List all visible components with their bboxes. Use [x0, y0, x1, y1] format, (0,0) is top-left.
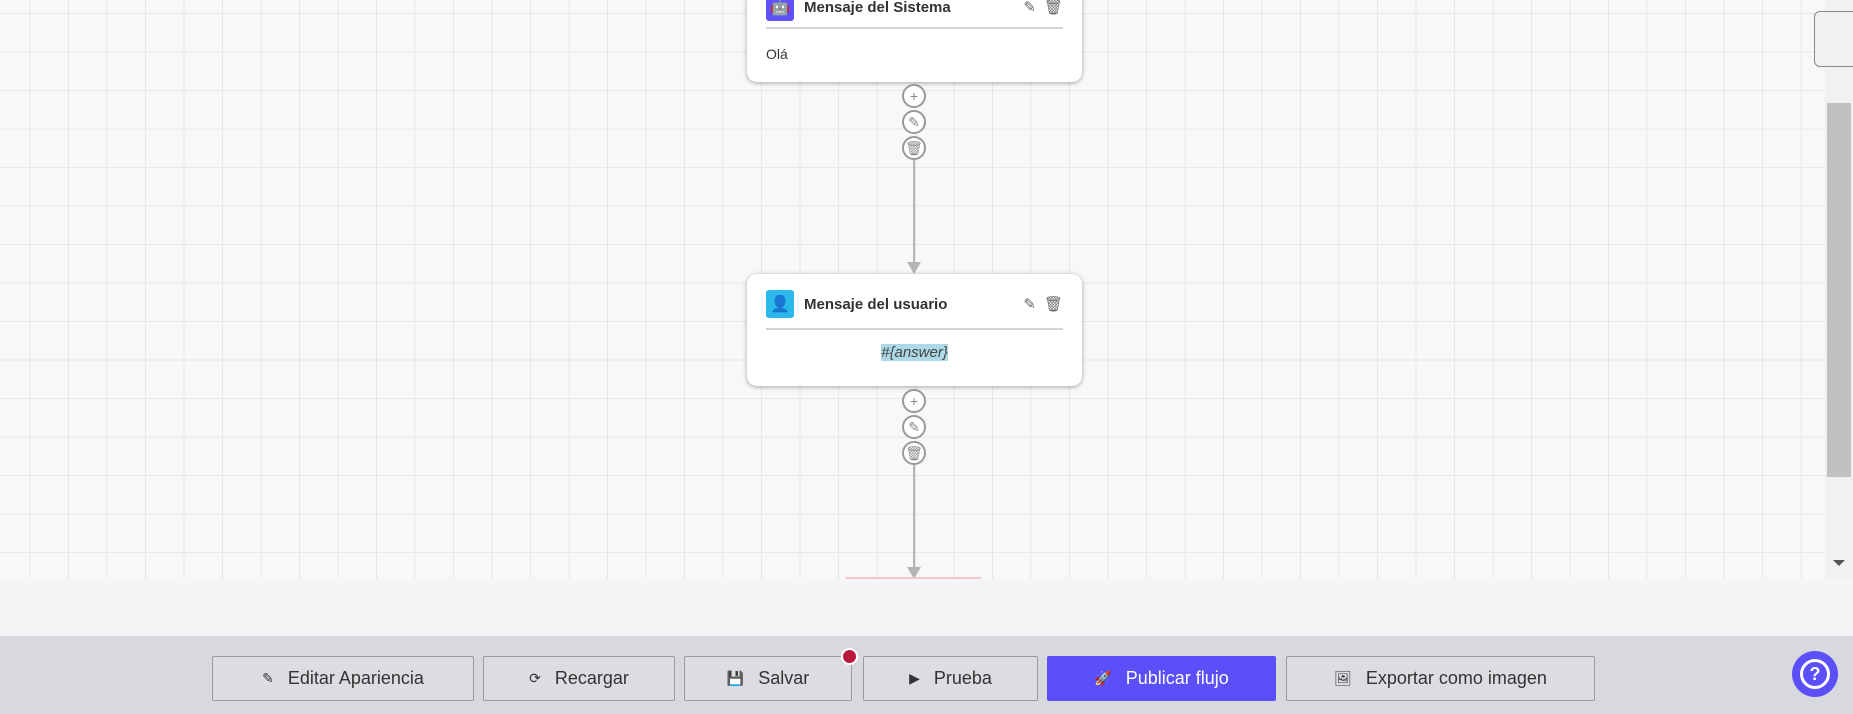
node-content: #{answer} [881, 344, 948, 361]
refresh-icon: ⟳ [529, 670, 541, 686]
scrollbar-thumb[interactable] [1827, 103, 1851, 477]
edit-connection-button[interactable]: ✎ [902, 110, 926, 134]
trash-icon[interactable]: 🗑 [1043, 0, 1063, 16]
vertical-scrollbar[interactable] [1825, 0, 1853, 579]
export-image-button[interactable]: 🖼Exportar como imagen [1286, 656, 1595, 701]
question-circle-icon: ? [1800, 659, 1830, 689]
pencil-icon: ✎ [908, 113, 920, 130]
help-button[interactable]: ? [1792, 651, 1838, 697]
plus-icon: + [909, 88, 919, 104]
edit-connection-button[interactable]: ✎ [902, 415, 926, 439]
image-icon: 🖼 [1334, 670, 1352, 686]
delete-connection-button[interactable]: 🗑 [902, 441, 926, 465]
connector-arrow [907, 262, 921, 274]
rocket-icon: 🚀 [1094, 670, 1112, 686]
robot-icon: 🤖 [766, 0, 794, 21]
pencil-icon: ✎ [908, 418, 920, 435]
reload-button[interactable]: ⟳Recargar [483, 656, 675, 701]
minimap-panel[interactable] [1814, 11, 1853, 67]
node-header: 🤖 Mensaje del Sistema ✎ 🗑 [766, 0, 1063, 29]
test-button[interactable]: ▶Prueba [863, 656, 1038, 701]
connector-line [913, 160, 915, 264]
toolbar: ✎Editar Apariencia ⟳Recargar 💾Salvar ▶Pr… [0, 636, 1853, 714]
play-icon: ▶ [909, 670, 920, 686]
save-button[interactable]: 💾Salvar [684, 648, 858, 701]
node-system-message[interactable]: 🤖 Mensaje del Sistema ✎ 🗑 Olá [747, 0, 1082, 82]
edit-icon[interactable]: ✎ [1023, 0, 1036, 16]
scroll-down-arrow[interactable] [1833, 560, 1845, 566]
unsaved-indicator [841, 648, 858, 665]
next-node-edge [846, 577, 981, 579]
edit-icon: ✎ [262, 670, 274, 686]
node-header: 👤 Mensaje del usuario ✎ 🗑 [766, 280, 1063, 330]
node-title: Mensaje del Sistema [804, 0, 951, 16]
plus-icon: + [909, 393, 919, 409]
trash-icon: 🗑 [905, 444, 923, 461]
add-node-button[interactable]: + [902, 389, 926, 413]
trash-icon: 🗑 [905, 139, 923, 156]
add-node-button[interactable]: + [902, 84, 926, 108]
trash-icon[interactable]: 🗑 [1043, 296, 1063, 313]
node-title: Mensaje del usuario [804, 295, 948, 313]
save-icon: 💾 [726, 670, 745, 686]
edit-appearance-button[interactable]: ✎Editar Apariencia [212, 656, 474, 701]
connector-arrow [907, 567, 921, 579]
node-content: Olá [766, 46, 788, 62]
connector-line [913, 465, 915, 568]
edit-icon[interactable]: ✎ [1023, 296, 1036, 313]
node-user-message[interactable]: 👤 Mensaje del usuario ✎ 🗑 #{answer} [747, 274, 1082, 386]
user-icon: 👤 [766, 290, 794, 318]
delete-connection-button[interactable]: 🗑 [902, 136, 926, 160]
publish-flow-button[interactable]: 🚀Publicar flujo [1047, 656, 1276, 701]
flow-canvas[interactable]: 🤖 Mensaje del Sistema ✎ 🗑 Olá + ✎ 🗑 👤 Me… [0, 0, 1825, 579]
